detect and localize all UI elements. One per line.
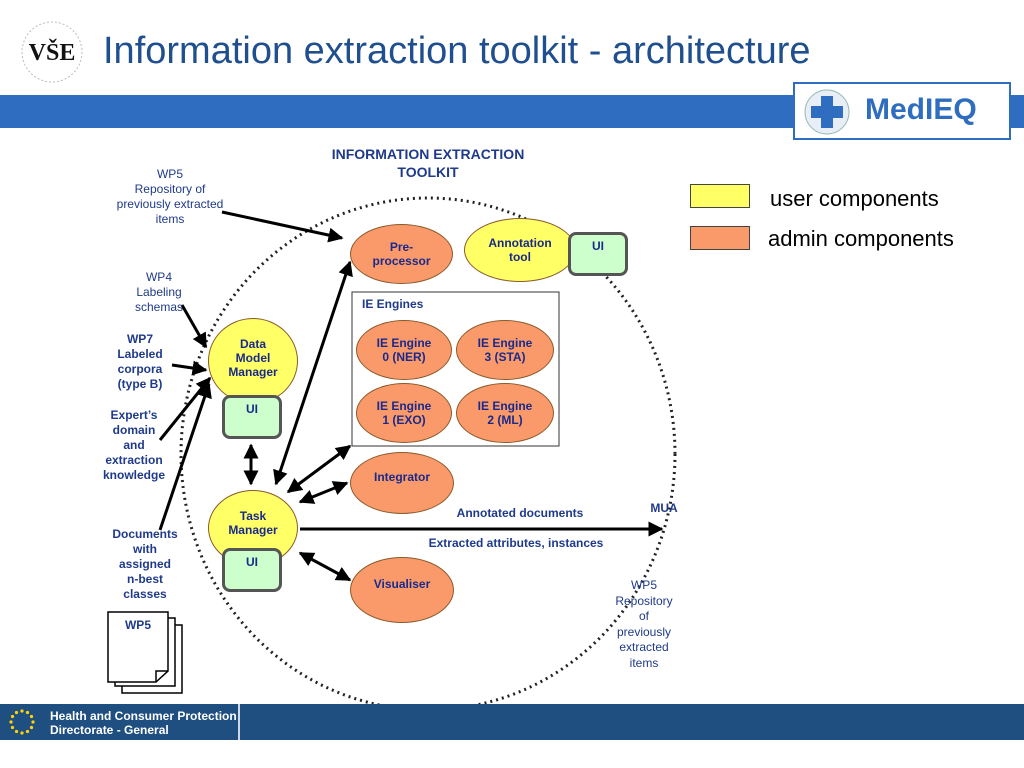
task-manager-line2: Manager (228, 523, 278, 537)
documents-stack-label: WP5 (124, 618, 151, 632)
wp5-out-line4: previously (616, 624, 672, 639)
wp5-repository-input: WP5 Repository of previously extracted i… (98, 167, 242, 227)
toolkit-title-line1: INFORMATION EXTRACTION (331, 146, 525, 162)
arrow-task-manager-integrator (298, 481, 349, 504)
experts-line4: extraction (105, 453, 163, 467)
experts-input: Expert’s domain and extraction knowledge (94, 408, 174, 483)
annotation-tool-ui-button[interactable]: UI (568, 232, 628, 276)
footer-divider (238, 704, 240, 740)
mua-label: MUA (650, 501, 678, 515)
dmm-line2: Model (235, 351, 271, 365)
visualiser-label: Visualiser (373, 577, 431, 591)
documents-line1: Documents (112, 527, 178, 541)
legend-admin-label: admin components (768, 226, 954, 251)
preprocessor-node[interactable]: Pre-processor (350, 224, 453, 284)
footer-bar (0, 704, 1024, 740)
wp5-out-line1: WP5 (630, 578, 657, 592)
legend-user-swatch (690, 184, 750, 208)
legend-user-label: user components (770, 186, 939, 211)
integrator-node[interactable]: Integrator (350, 452, 454, 514)
wp5-out-line3: of (638, 609, 649, 623)
arrow-wp7-to-dmm (171, 360, 208, 376)
documents-line5: classes (123, 587, 167, 601)
arrow-wp5-to-preprocessor (221, 210, 344, 243)
documents-line3: assigned (118, 557, 172, 571)
experts-line2: domain (112, 423, 156, 437)
wp7-line1: WP7 (126, 332, 153, 346)
arrow-wp4-to-dmm (180, 304, 208, 349)
ie-engine-1-line1: IE Engine (376, 399, 432, 413)
legend-admin-swatch (690, 226, 750, 250)
university-logo-text: VŠE (29, 39, 76, 66)
wp4-line3: schemas (134, 300, 184, 314)
wp7-line2: Labeled (117, 347, 163, 361)
wp5-repo-line2: Repository of (134, 182, 206, 196)
wp5-repository-output: WP5 Repository of previously extracted i… (604, 578, 684, 671)
ie-engine-3-line2: 3 (STA) (484, 350, 526, 364)
preprocessor-line1: Pre- (389, 240, 414, 254)
data-model-manager-ui-button[interactable]: UI (222, 395, 282, 439)
wp5-out-line5: extracted (619, 640, 669, 654)
medieq-logo: MedIEQ (793, 82, 1011, 140)
task-manager-line1: Task (239, 509, 267, 523)
wp5-out-line6: items (629, 655, 659, 670)
wp7-line3: corpora (117, 362, 163, 376)
preprocessor-line2: processor (372, 254, 431, 268)
wp5-out-line2: Repository (615, 593, 673, 608)
wp5-repo-line1: WP5 (156, 167, 183, 181)
wp4-input: WP4 Labeling schemas (114, 270, 204, 315)
wp7-line4: (type B) (117, 377, 163, 391)
documents-line2: with (133, 542, 157, 556)
wp4-line2: Labeling (136, 285, 182, 299)
dmm-line1: Data (239, 337, 266, 351)
page-title: Information extraction toolkit - archite… (103, 30, 811, 72)
documents-input: Documents with assigned n-best classes (100, 527, 190, 602)
eu-stars-icon (0, 704, 44, 740)
arrow-task-manager-ie-engines (286, 444, 352, 494)
annotated-documents-label: Annotated documents (456, 506, 584, 520)
footer-line1: Health and Consumer Protection (50, 709, 237, 723)
ie-engines-label: IE Engines (362, 297, 424, 311)
ie-engine-0-line1: IE Engine (376, 336, 432, 350)
arrow-documents-to-dmm (158, 382, 212, 531)
wp7-input: WP7 Labeled corpora (type B) (100, 332, 180, 392)
toolkit-title: INFORMATION EXTRACTION TOOLKIT (298, 145, 558, 181)
footer-text: Health and Consumer Protection Directora… (50, 709, 237, 737)
documents-line4: n-best (127, 572, 163, 586)
toolkit-boundary (179, 196, 677, 712)
experts-line3: and (123, 438, 145, 452)
dmm-line3: Manager (228, 365, 278, 379)
medical-cross-icon (804, 89, 850, 135)
ie-engine-0-line2: 0 (NER) (382, 350, 426, 364)
medieq-logo-text: MedIEQ (865, 93, 977, 126)
ie-engine-2-line1: IE Engine (477, 399, 533, 413)
ie-engine-1-line2: 1 (EXO) (382, 413, 426, 427)
ie-engine-2-line2: 2 (ML) (487, 413, 523, 427)
wp4-line1: WP4 (145, 270, 172, 284)
ie-engine-3-line1: IE Engine (477, 336, 533, 350)
extracted-attributes-label: Extracted attributes, instances (428, 536, 604, 550)
integrator-label: Integrator (373, 470, 430, 484)
documents-stack-icon (106, 611, 186, 697)
arrow-task-manager-visualiser (298, 551, 352, 582)
wp5-repo-line4: items (155, 212, 185, 226)
toolkit-title-line2: TOOLKIT (397, 164, 459, 180)
footer-line2: Directorate - General (50, 723, 169, 737)
university-logo: VŠE (14, 14, 90, 90)
annotation-tool-line2: tool (508, 250, 531, 264)
wp5-repo-line3: previously extracted (116, 197, 224, 211)
experts-line1: Expert’s (110, 408, 158, 422)
task-manager-ui-button[interactable]: UI (222, 548, 282, 592)
experts-line5: knowledge (102, 468, 165, 482)
visualiser-node[interactable]: Visualiser (350, 557, 454, 623)
annotation-tool-line1: Annotation (488, 236, 552, 250)
